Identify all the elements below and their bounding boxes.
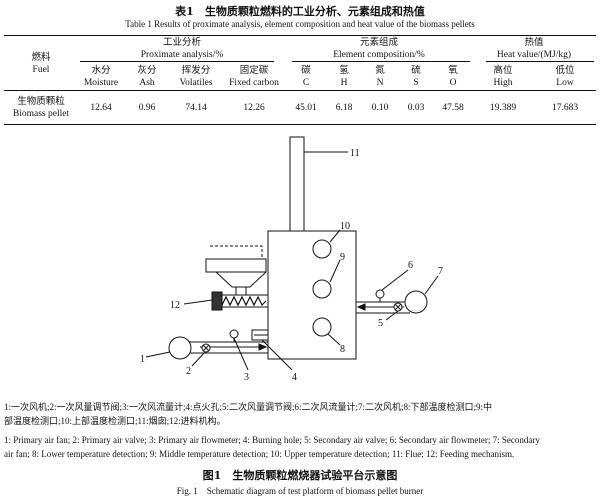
cell-value: 19.389 <box>489 103 517 113</box>
label-3: 3 <box>244 372 249 383</box>
group-underline-element <box>292 61 470 62</box>
cell-value: 12.26 <box>243 103 265 113</box>
figure-legend-cn: 1:一次风机;2:一次风量调节阀;3:一次风流量计;4:点火孔;5:二次风量调节… <box>4 402 493 426</box>
group-header-proximate: 工业分析 Proximate analysis/% <box>140 38 224 60</box>
furnace-body <box>267 230 357 360</box>
upper-temperature-port <box>312 239 332 259</box>
table-caption-cn: 表1 生物质颗粒燃料的工业分析、元素组成和热值 <box>175 5 425 18</box>
fuel-header: 燃料 Fuel <box>31 52 51 75</box>
cell-value: 0.03 <box>407 103 425 113</box>
cell-value: 45.01 <box>295 103 317 113</box>
label-5: 5 <box>378 318 383 329</box>
label-4: 4 <box>292 372 297 383</box>
label-1: 1 <box>140 354 145 365</box>
middle-temperature-port <box>312 279 332 299</box>
table-bottom-rule <box>4 124 596 126</box>
cell-value: 12.64 <box>90 103 112 113</box>
table-header-rule <box>4 90 596 91</box>
group-underline-proximate <box>80 61 274 62</box>
cell-value: 74.14 <box>185 103 207 113</box>
primary-air-fan <box>168 336 192 360</box>
label-8: 8 <box>340 344 345 355</box>
table-caption-en: Table 1 Results of proximate analysis, e… <box>125 19 475 29</box>
secondary-air-fan <box>404 290 428 314</box>
table-top-rule <box>4 35 596 37</box>
lower-temperature-port <box>312 317 332 337</box>
figure-caption-cn: 图1 生物质颗粒燃烧器试验平台示意图 <box>202 469 398 482</box>
cell-value: 17.683 <box>551 103 579 113</box>
label-9: 9 <box>340 252 345 263</box>
label-11: 11 <box>350 148 360 159</box>
label-2: 2 <box>186 366 191 377</box>
label-6: 6 <box>408 260 413 271</box>
flue <box>289 136 305 232</box>
group-header-heat: 热值 Heat value/(MJ/kg) <box>496 38 572 60</box>
cell-value: 0.96 <box>138 103 156 113</box>
label-10: 10 <box>340 221 350 232</box>
proximate-analysis-table: 燃料 Fuel 工业分析 Proximate analysis/% 元素组成 E… <box>4 36 596 125</box>
hopper-lid <box>210 245 263 260</box>
feed-hopper <box>205 258 267 288</box>
figure-caption-en: Fig. 1 Schematic diagram of test platfor… <box>176 486 424 496</box>
figure-legend-en: 1: Primary air fan; 2: Primary air valve… <box>4 435 540 459</box>
primary-air-flowmeter <box>229 329 239 339</box>
group-underline-heat <box>486 61 594 62</box>
cell-value: 6.18 <box>335 103 353 113</box>
cell-value: 47.58 <box>442 103 464 113</box>
cell-value: 0.10 <box>371 103 389 113</box>
feed-motor <box>211 291 223 311</box>
group-header-element: 元素组成 Element composition/% <box>333 38 425 60</box>
secondary-air-flowmeter <box>375 289 385 299</box>
label-7: 7 <box>438 266 443 277</box>
label-12: 12 <box>170 300 180 311</box>
